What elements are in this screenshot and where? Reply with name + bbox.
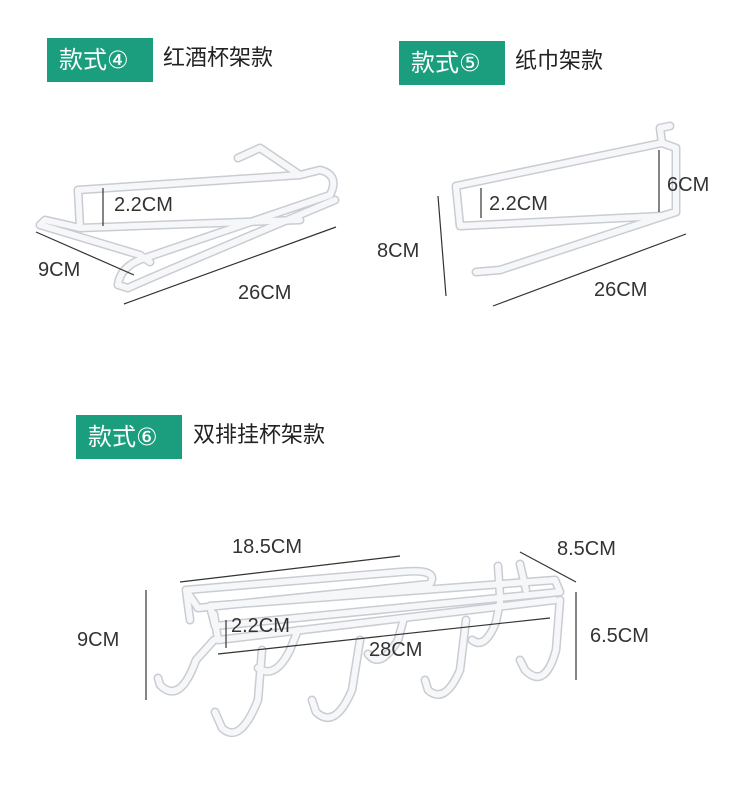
style-6-hook-height-label: 6.5CM (590, 625, 649, 647)
double-row-cup-rack-illustration (145, 551, 577, 737)
style-6-height-label: 9CM (77, 629, 120, 651)
style-4-badge: 款式④ (47, 38, 153, 82)
style-5-badge: 款式⑤ (399, 41, 505, 85)
style-6-top-length-label: 18.5CM (232, 536, 303, 558)
style-6-gap-label: 2.2CM (231, 615, 290, 637)
style-5-height-label: 2.2CM (489, 193, 548, 215)
style-4-height-label: 2.2CM (114, 194, 173, 216)
wine-glass-rack-illustration (35, 143, 340, 305)
paper-towel-rack-illustration (437, 121, 687, 307)
style-4-depth-label: 9CM (38, 259, 81, 281)
style-6-badge: 款式⑥ (76, 415, 182, 459)
style-4-title: 红酒杯架款 (163, 46, 274, 71)
style-5-title: 纸巾架款 (515, 49, 604, 74)
style-6-width-label: 8.5CM (557, 538, 616, 560)
style-5-depth-label: 8CM (377, 240, 420, 262)
style-6-title: 双排挂杯架款 (193, 423, 326, 448)
style-5-length-label: 26CM (594, 279, 648, 301)
style-4-length-label: 26CM (238, 282, 292, 304)
style-6-length-label: 28CM (369, 639, 423, 661)
style-5-side-height-label: 6CM (667, 174, 710, 196)
